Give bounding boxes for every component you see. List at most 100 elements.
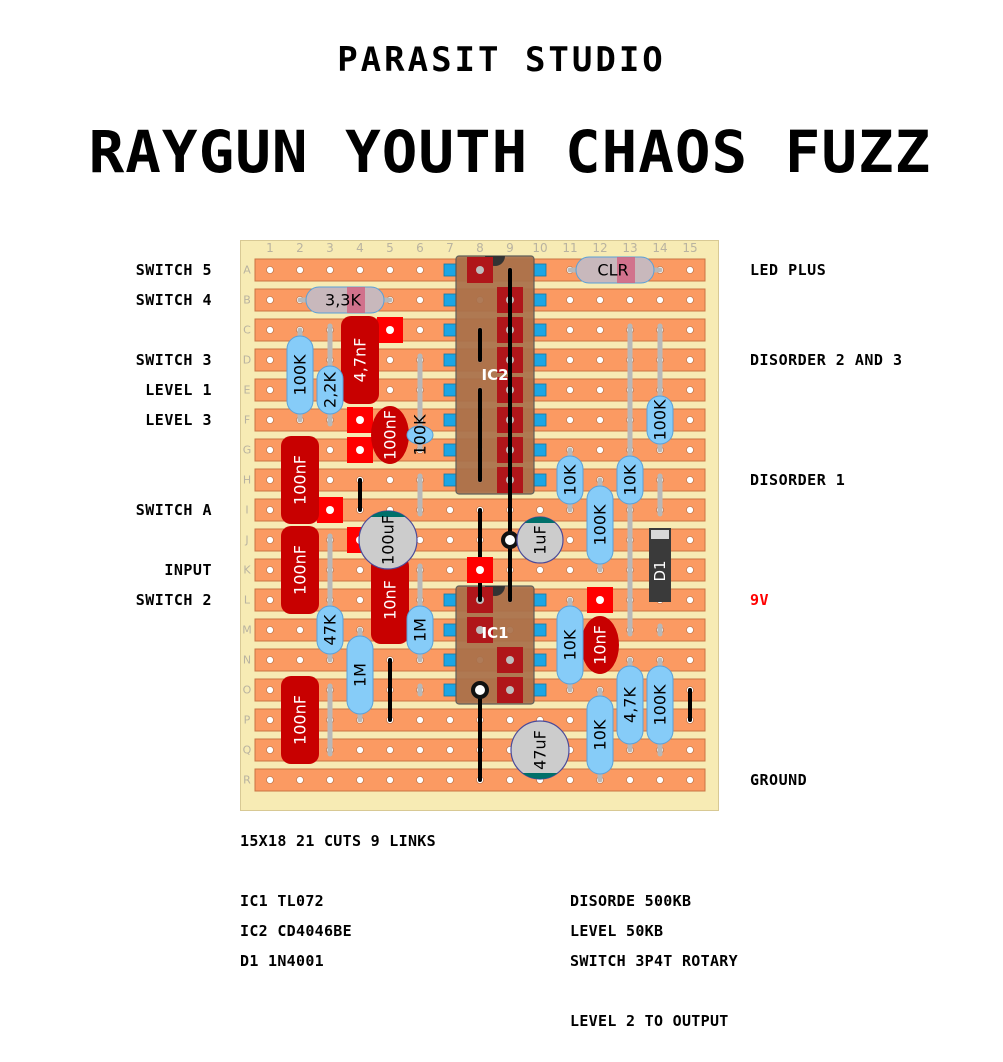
strip-hole (566, 716, 574, 724)
track-cut (443, 443, 457, 457)
track-cut (443, 263, 457, 277)
strip-hole (416, 746, 424, 754)
polarity-band (524, 517, 556, 523)
resistor-body (586, 485, 614, 565)
strip-hole (416, 776, 424, 784)
column-number: 14 (652, 241, 667, 255)
junction-point (471, 681, 489, 699)
resistor: 47K (316, 597, 344, 663)
track-cut (443, 383, 457, 397)
resistor-value: 100K (651, 399, 670, 441)
strip-hole (386, 356, 394, 364)
polarity-band (522, 773, 558, 779)
left-label-switch-2: SWITCH 2 (135, 591, 212, 609)
strip-hole (446, 746, 454, 754)
capacitor-value: 10nF (591, 625, 610, 665)
column-number: 2 (296, 241, 304, 255)
resistor-value: 3,3K (325, 291, 361, 310)
strip-hole (566, 566, 574, 574)
strip-hole (326, 266, 334, 274)
strip-hole (356, 776, 364, 784)
strip-hole (326, 776, 334, 784)
resistor-value: 10K (561, 464, 580, 495)
film-capacitor (371, 556, 409, 644)
strip-hole (266, 386, 274, 394)
row-letter: J (244, 534, 248, 547)
project-title: RAYGUN YOUTH CHAOS FUZZ (88, 118, 932, 186)
resistor-body (646, 395, 674, 445)
track-cut (443, 593, 457, 607)
row-letter: N (243, 654, 251, 667)
strip-hole (626, 296, 634, 304)
resistor: 4,7K (616, 657, 644, 753)
resistor-body (316, 365, 344, 415)
strip-hole (686, 356, 694, 364)
strip-hole (266, 476, 274, 484)
resistor-body (346, 635, 374, 715)
capacitor-value: 1uF (531, 525, 550, 555)
resistor-body (616, 455, 644, 505)
strip-hole (686, 386, 694, 394)
strip-hole (266, 326, 274, 334)
strip-hole (686, 416, 694, 424)
strip-hole (566, 296, 574, 304)
film-capacitor (341, 316, 379, 404)
pot-level: LEVEL 50KB (570, 922, 664, 940)
column-number: 15 (682, 241, 697, 255)
strip-hole (386, 266, 394, 274)
pad-hole (476, 566, 484, 574)
capacitor-value: 47uF (531, 730, 550, 770)
track-cut (443, 293, 457, 307)
resistor-value: 100K (291, 354, 310, 396)
resistor: 100K (646, 657, 674, 753)
ic-ic1 (455, 585, 535, 705)
row-letter: P (244, 714, 251, 727)
strip-hole (266, 626, 274, 634)
column-number: 9 (506, 241, 514, 255)
capacitor-value: 100nF (291, 695, 310, 745)
strip-hole (296, 626, 304, 634)
right-label-disorder-1: DISORDER 1 (750, 471, 846, 489)
resistor-band (347, 287, 365, 313)
resistor-body (556, 455, 584, 505)
resistor: 1M (346, 627, 374, 723)
capacitor-value: 100nF (291, 455, 310, 505)
resistor-value: 100K (651, 684, 670, 726)
track-cut (533, 473, 547, 487)
track-cut (533, 683, 547, 697)
board-info: 15X18 21 CUTS 9 LINKS (240, 832, 436, 850)
right-label-disorder-2-and-3: DISORDER 2 AND 3 (750, 351, 903, 369)
rotary-switch: SWITCH 3P4T ROTARY (570, 952, 738, 970)
strip-hole (446, 716, 454, 724)
strip-hole (566, 416, 574, 424)
resistor-body (616, 665, 644, 745)
row-letter: L (244, 594, 251, 607)
ic-pin-hole (476, 266, 484, 274)
junction-point (501, 531, 519, 549)
column-number: 6 (416, 241, 424, 255)
resistor-value: 4,7K (621, 687, 640, 723)
resistor-body (406, 425, 434, 445)
polarity-band (370, 511, 406, 517)
pad-hole (356, 416, 364, 424)
strip-hole (266, 266, 274, 274)
strip-hole (686, 746, 694, 754)
resistor-body (586, 695, 614, 775)
strip-hole (686, 266, 694, 274)
strip-hole (566, 326, 574, 334)
strip-hole (596, 296, 604, 304)
strip-hole (566, 776, 574, 784)
resistor-value: 2,2K (321, 372, 340, 408)
resistor: 10K (586, 687, 614, 783)
strip-hole (566, 536, 574, 544)
strip-hole (416, 326, 424, 334)
column-number: 7 (446, 241, 454, 255)
strip-hole (566, 356, 574, 364)
column-number: 10 (532, 241, 547, 255)
strip-hole (266, 716, 274, 724)
ic-pin-hole (506, 656, 514, 664)
capacitor-value: 4,7nF (351, 338, 370, 383)
resistor: 10K (556, 447, 584, 513)
capacitor-value: 100uF (379, 515, 398, 565)
